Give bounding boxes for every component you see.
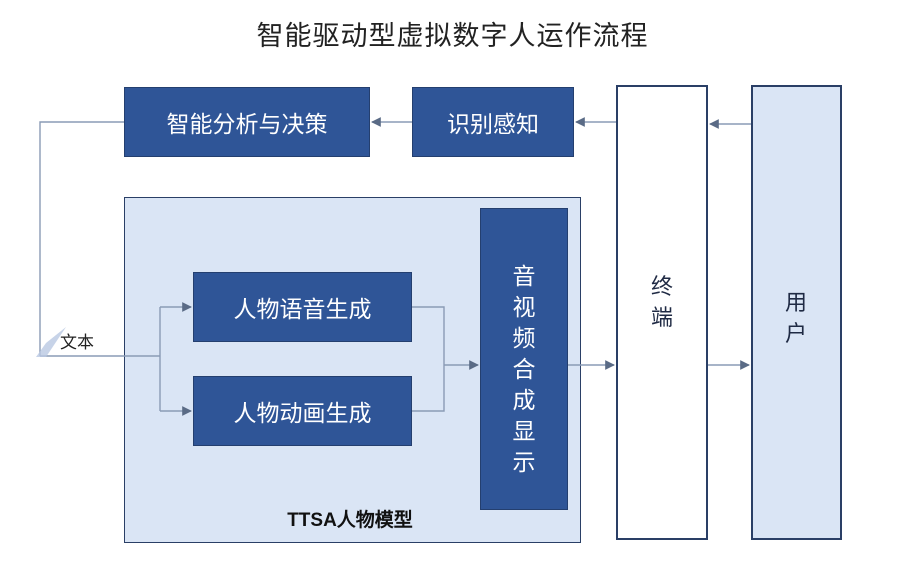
terminal-label: 终端 — [642, 272, 682, 334]
av-synthesis-label-char-2: 频 — [512, 326, 536, 352]
user-label: 用户 — [776, 288, 816, 350]
terminal-label-char-1: 端 — [650, 306, 673, 331]
analysis-decision-box: 智能分析与决策 — [124, 87, 370, 157]
av-synthesis-label: 音视频合成显示 — [504, 262, 544, 479]
analysis-decision-label: 智能分析与决策 — [166, 112, 328, 138]
user-box — [751, 85, 842, 540]
av-synthesis-label-char-3: 合 — [512, 357, 536, 383]
line-speech-merge — [412, 306, 445, 412]
speech-generation-label: 人物语音生成 — [233, 297, 372, 323]
av-synthesis-label-char-6: 示 — [512, 450, 536, 476]
av-synthesis-label-char-4: 成 — [512, 388, 536, 414]
av-synthesis-label-char-0: 音 — [512, 264, 536, 290]
av-synthesis-box — [480, 208, 568, 510]
user-label-char-0: 用 — [784, 291, 807, 316]
animation-generation-box: 人物动画生成 — [193, 376, 412, 446]
terminal-box — [616, 85, 708, 540]
diagram-title: 智能驱动型虚拟数字人运作流程 — [256, 21, 649, 52]
terminal-label-char-0: 终 — [650, 275, 673, 300]
av-synthesis-label-char-1: 视 — [512, 295, 536, 321]
animation-generation-label: 人物动画生成 — [233, 401, 372, 427]
perception-label: 识别感知 — [447, 112, 539, 138]
text-input-parallelogram — [36, 327, 66, 357]
ttsa-model-label: TTSA人物模型 — [287, 510, 413, 531]
line-analysis-to-text — [39, 121, 124, 356]
speech-generation-box: 人物语音生成 — [193, 272, 412, 342]
text-input-label: 文本 — [60, 333, 94, 353]
av-synthesis-label-char-5: 显 — [512, 419, 536, 445]
perception-box: 识别感知 — [412, 87, 574, 157]
user-label-char-1: 户 — [784, 322, 807, 347]
